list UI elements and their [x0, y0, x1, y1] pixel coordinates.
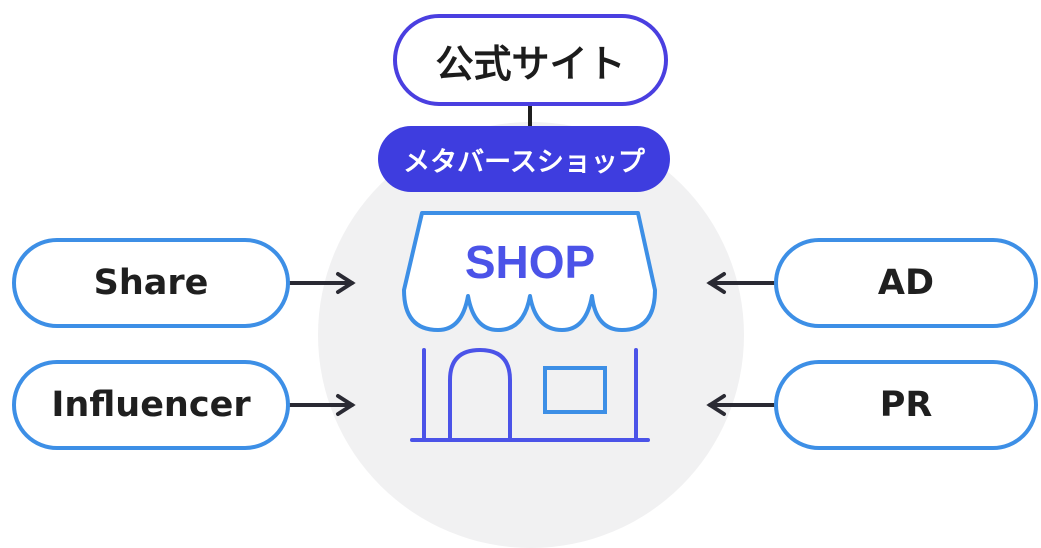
metaverse-shop-label: メタバースショップ [403, 146, 645, 178]
share-node: Share [12, 238, 290, 328]
influencer-label: Influencer [51, 385, 251, 425]
pr-label: PR [879, 385, 933, 425]
pr-arrow [706, 394, 776, 416]
share-arrow [288, 272, 356, 294]
ad-label: AD [877, 263, 935, 303]
shop-awning [402, 211, 657, 332]
shop-building [410, 347, 650, 442]
influencer-arrow [288, 394, 356, 416]
official-site-node: 公式サイト [393, 14, 668, 106]
official-site-label: 公式サイト [435, 41, 626, 86]
ad-node: AD [774, 238, 1038, 328]
share-label: Share [93, 263, 209, 303]
metaverse-shop-badge: メタバースショップ [378, 126, 670, 192]
shop-door [448, 347, 512, 442]
shop-sign-text: SHOP [465, 236, 595, 288]
influencer-node: Influencer [12, 360, 290, 450]
shop-window [543, 366, 607, 414]
background-circle [318, 122, 744, 548]
pr-node: PR [774, 360, 1038, 450]
ad-arrow [706, 272, 776, 294]
